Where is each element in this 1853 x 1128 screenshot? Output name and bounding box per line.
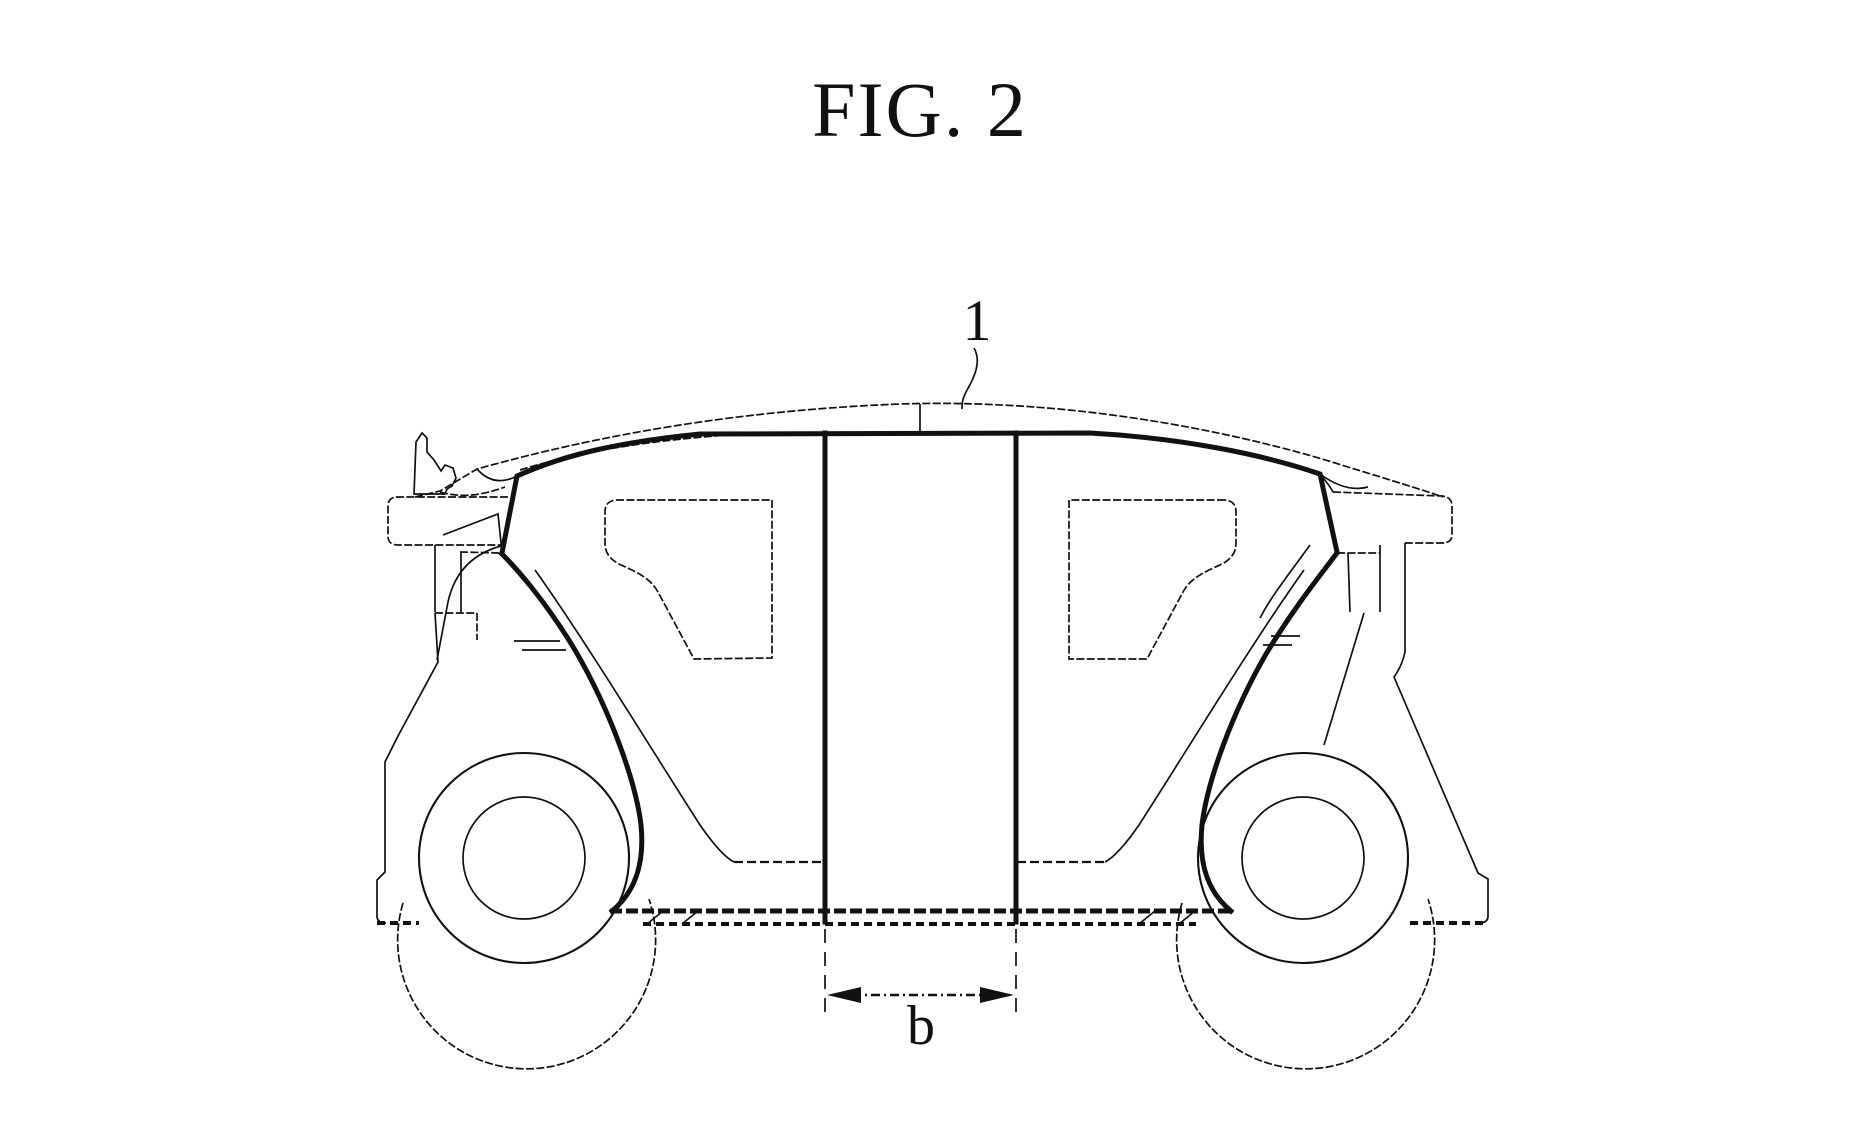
roof-outline bbox=[414, 402, 1444, 498]
figure-title: FIG. 2 bbox=[812, 66, 1028, 153]
ground-line bbox=[377, 921, 1488, 926]
underbody-ticks bbox=[646, 910, 1196, 925]
front-wheel-hub bbox=[462, 796, 586, 920]
front-door-aperture-inner-line bbox=[534, 569, 735, 863]
front-wheel bbox=[396, 751, 657, 1070]
reference-1-leader-line bbox=[961, 347, 979, 410]
front-door-window bbox=[604, 499, 773, 660]
front-door-handle bbox=[514, 640, 566, 651]
cowl-line bbox=[439, 486, 506, 497]
front-sensor-bar bbox=[387, 496, 508, 546]
side-mirror bbox=[413, 431, 457, 495]
vehicle-side-view bbox=[376, 402, 1489, 1070]
rear-wheel bbox=[1175, 751, 1436, 1070]
rear-fender-crease bbox=[1323, 612, 1365, 746]
rear-door-aperture-inner-line bbox=[1104, 569, 1305, 863]
rear-quarter-seam-left bbox=[1347, 552, 1351, 613]
front-door-aperture-edge bbox=[498, 550, 645, 915]
window-top-rail bbox=[499, 430, 1340, 556]
rear-door-aperture-edge bbox=[1198, 549, 1341, 915]
rear-door-handle bbox=[1263, 635, 1300, 646]
dimension-b: b bbox=[824, 929, 1017, 1057]
rear-bumper-outline bbox=[1393, 543, 1489, 924]
front-sill-line bbox=[459, 551, 501, 554]
front-tire bbox=[417, 751, 631, 965]
rear-tire bbox=[1196, 751, 1410, 965]
reference-1: 1 bbox=[961, 288, 992, 410]
front-fender-crease bbox=[436, 544, 506, 661]
rear-quarter-wedge bbox=[1319, 473, 1369, 490]
drip-rail-line bbox=[519, 432, 761, 471]
front-quarter-wedge bbox=[476, 468, 518, 482]
dimension-b-label: b bbox=[907, 995, 935, 1057]
hood-crease-line bbox=[442, 512, 503, 553]
rear-wheel-hub bbox=[1241, 796, 1365, 920]
rear-door-window bbox=[1068, 499, 1237, 660]
dimension-arrowhead-left bbox=[827, 987, 861, 1003]
rear-pillar-inner-line bbox=[1259, 544, 1311, 619]
rear-wheel-arch bbox=[1175, 898, 1436, 1070]
dimension-arrowhead-right bbox=[980, 987, 1014, 1003]
reference-1-label: 1 bbox=[963, 288, 992, 353]
front-bumper-outline bbox=[376, 545, 439, 924]
rear-roof-end-line bbox=[1319, 473, 1334, 493]
rear-sensor-bar bbox=[1332, 491, 1453, 544]
front-bumper-step bbox=[435, 612, 478, 640]
front-wheel-arch bbox=[396, 898, 657, 1070]
